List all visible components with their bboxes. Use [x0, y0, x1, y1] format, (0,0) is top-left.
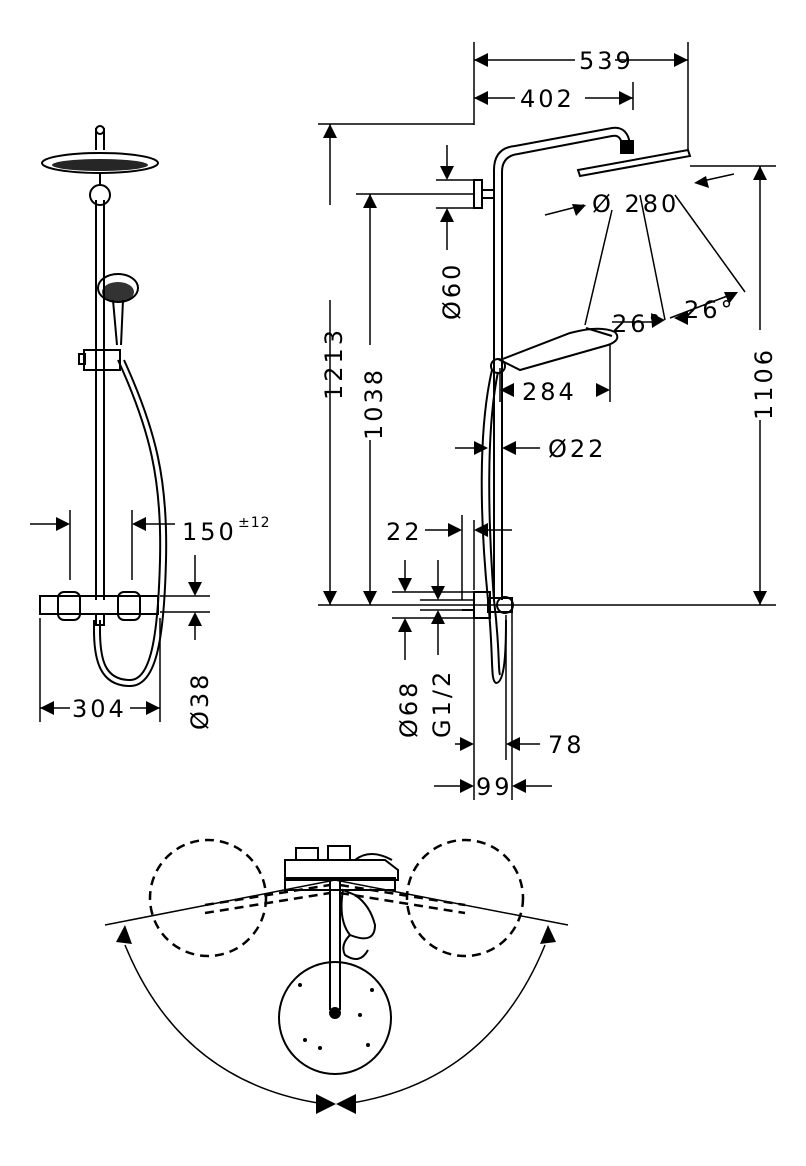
side-view: 539 402 1213: [318, 42, 778, 801]
dimension-spacing: 150: [182, 518, 237, 546]
dimension-angle-b: 26°: [684, 296, 736, 324]
dimension-depth-b: 99: [476, 773, 513, 801]
dimension-spacing-tolerance: ±12: [238, 515, 271, 531]
dimension-offset: 22: [386, 518, 423, 546]
dimension-reach-overall: 539: [579, 47, 634, 75]
dimension-rose-diameter: Ø60: [438, 262, 466, 320]
dimension-reach-arm: 402: [520, 85, 575, 113]
dimension-hand-reach: 284: [522, 378, 577, 406]
dimension-height-bracket: 1038: [360, 367, 388, 440]
dimension-height-head: 1106: [750, 347, 778, 420]
dimension-height-total: 1213: [320, 327, 348, 400]
dimension-thread: G1/2: [428, 669, 456, 738]
dimension-angle-a: 26°: [612, 310, 664, 338]
top-view: [104, 838, 569, 1114]
dimension-head-diameter: Ø 280: [592, 190, 679, 218]
dimension-valve-diameter: Ø68: [395, 680, 423, 738]
front-view: 150 ±12 Ø38 304: [30, 125, 271, 730]
dimension-pipe-diameter: Ø38: [186, 672, 214, 730]
dimension-depth-a: 78: [548, 731, 585, 759]
dimension-rail-diameter: Ø22: [548, 435, 606, 463]
dimension-width: 304: [72, 695, 127, 723]
